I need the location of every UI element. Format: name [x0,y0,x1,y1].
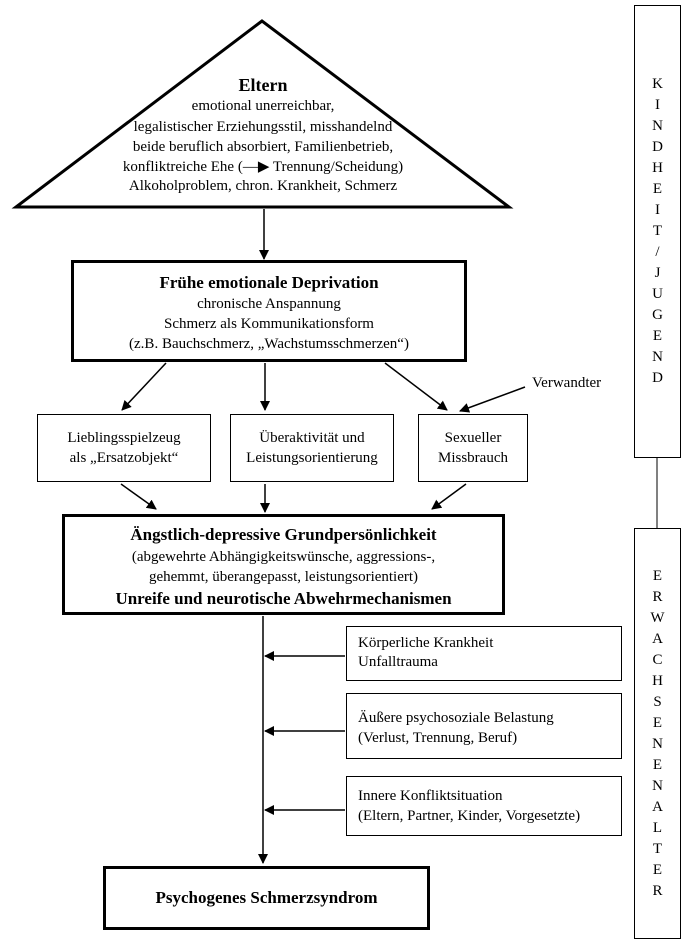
inner-conflict-box [346,776,622,836]
substitute-object-line-2: als „Ersatzobjekt“ [69,450,179,466]
adulthood-letter: E [652,861,663,878]
arrow-toy-to-personality [120,483,157,510]
deprivation-box [71,260,467,362]
childhood-letter: D [652,370,663,386]
sexual-abuse-line-2: Missbrauch [438,450,508,466]
adulthood-letter: E [652,567,663,584]
personality-line-2: gehemmt, überangepasst, leistungsorienti… [148,569,419,585]
parents-line-1: emotional unerreichbar, [191,98,335,114]
adulthood-letter: R [652,882,663,899]
adulthood-letter: E [652,756,663,773]
adulthood-letter: H [652,672,663,689]
adulthood-letter: C [652,651,663,668]
hyperactivity-line-1: Überaktivität und [259,430,365,446]
adulthood-letter: A [652,798,663,815]
arrow-deprivation-to-toy [121,362,167,411]
arrow-deprivation-to-abuse [384,362,448,411]
childhood-letter: N [652,118,663,134]
childhood-letter: G [652,307,663,323]
external-stress-box [346,693,622,759]
childhood-letter: U [652,286,663,302]
personality-box [62,514,505,615]
sexual-abuse-line-1: Sexueller [444,430,502,446]
childhood-youth-column: K I N D H E I T / J U G E N D [634,5,681,458]
adulthood-letter: W [650,609,665,626]
parents-line-4: konfliktreiche Ehe (—▶ Trennung/Scheidun… [122,159,404,175]
childhood-letter: E [652,181,663,197]
adulthood-letter: T [652,840,663,857]
external-stress-line-2: (Verlust, Trennung, Beruf) [358,730,518,746]
adulthood-letter: N [652,735,663,752]
childhood-letter: J [654,265,661,281]
parents-title: Eltern [238,75,288,95]
personality-title: Ängstlich-depressive Grundpersönlichkeit [130,525,437,544]
inner-conflict-line-1: Innere Konfliktsituation [358,788,503,804]
deprivation-line-1: chronische Anspannung [197,296,341,312]
personality-subtitle: Unreife und neurotische Abwehrmechanisme… [115,589,452,608]
hyperactivity-line-2: Leistungsorientierung [246,450,378,466]
outcome-label: Psychogenes Schmerzsyndrom [155,888,378,907]
childhood-letter: / [655,244,660,260]
parents-triangle [11,19,514,209]
hyperactivity-box [230,414,394,482]
substitute-object-box [37,414,211,482]
childhood-letter: N [652,349,663,365]
physical-illness-box [346,626,622,681]
adulthood-letter: L [652,819,663,836]
adulthood-column: E R W A C H S E N E N A L T E R [634,528,681,939]
adulthood-letter: A [652,630,663,647]
arrow-abuse-to-personality [431,483,467,510]
external-stress-line-1: Äußere psychosoziale Belastung [358,710,554,726]
adulthood-letter: N [652,777,663,794]
physical-illness-line-2: Unfalltrauma [358,654,438,670]
parents-line-2: legalistischer Erziehungsstil, misshande… [133,119,393,135]
substitute-object-line-1: Lieblingsspielzeug [67,430,181,446]
arrow-relative-to-abuse [459,386,526,413]
deprivation-line-2: Schmerz als Kommunikationsform [164,316,374,332]
deprivation-line-3: (z.B. Bauchschmerz, „Wachstumsschmerzen“… [129,336,409,352]
deprivation-title: Frühe emotionale Deprivation [159,273,379,292]
childhood-letter: T [652,223,663,239]
outcome-box [103,866,430,930]
parents-line-3: beide beruflich absorbiert, Familienbetr… [132,139,394,155]
childhood-letter: D [652,139,663,155]
inner-conflict-line-2: (Eltern, Partner, Kinder, Vorgesetzte) [358,808,581,824]
personality-line-1: (abgewehrte Abhängigkeitswünsche, aggres… [131,549,436,565]
childhood-letter: I [655,97,660,113]
parents-line-5: Alkoholproblem, chron. Krankheit, Schmer… [128,178,398,194]
adulthood-letter: E [652,714,663,731]
childhood-letter: I [655,202,660,218]
childhood-letter: E [652,328,663,344]
adulthood-letter: S [653,693,662,710]
childhood-letter: K [652,76,663,92]
adulthood-letter: R [652,588,663,605]
childhood-letter: H [652,160,663,176]
physical-illness-line-1: Körperliche Krankheit [358,635,494,651]
relative-label: Verwandter [532,375,602,391]
sexual-abuse-box [418,414,528,482]
